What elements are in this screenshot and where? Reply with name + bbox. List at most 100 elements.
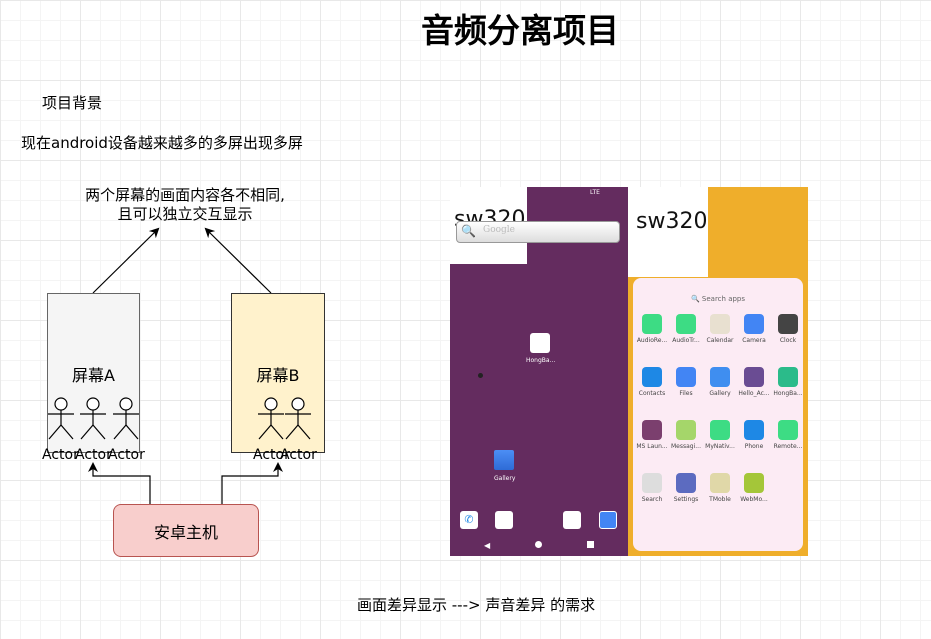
search-icon: 🔍 (690, 295, 700, 303)
arrow-host-to-a (88, 462, 151, 504)
goal-line-2: 且可以独立交互显示 (117, 205, 253, 223)
google-search-placeholder: Google (483, 225, 515, 235)
contacts-icon (642, 367, 662, 387)
folder-icon (676, 367, 696, 387)
actor-icon (113, 397, 139, 440)
app-webmo[interactable]: WebMo... (737, 473, 771, 503)
actor-label: Actor (42, 447, 79, 463)
app-audiore[interactable]: AudioRe... (635, 314, 669, 344)
actor-icon (48, 397, 74, 440)
app-label: TMoble (709, 496, 731, 503)
drawer-search[interactable]: 🔍 Search apps (633, 295, 803, 303)
search-icon (642, 473, 662, 493)
status-bar: LTE (590, 189, 600, 196)
app-label: Search (641, 496, 663, 503)
app-drawer: 🔍 Search apps AudioRe... AudioTr...Calend… (633, 278, 803, 551)
arrow-a-to-goal (92, 227, 160, 294)
cursor-dot (478, 373, 483, 378)
calendar-icon (710, 314, 730, 334)
drawer-search-label: Search apps (701, 295, 746, 303)
android-icon[interactable] (530, 333, 550, 353)
actor-label: Actor (108, 447, 145, 463)
app-files[interactable]: Files (669, 367, 703, 397)
android-icon (778, 367, 798, 387)
app-camera[interactable]: Camera (737, 314, 771, 344)
actor-icon (258, 397, 284, 440)
app-label: Remote... (773, 443, 803, 450)
arrow-b-to-goal (204, 227, 272, 294)
app-label: Contacts (638, 390, 666, 397)
app-settings[interactable]: Settings (669, 473, 703, 503)
app-calendar[interactable]: Calendar (703, 314, 737, 344)
app-label: Hello_Ac... (738, 390, 770, 397)
app-contacts[interactable]: Contacts (635, 367, 669, 397)
app-label: WebMo... (740, 496, 768, 503)
android-icon (642, 420, 662, 440)
app-label: AudioTr... (672, 337, 700, 344)
actor-label: Actor (75, 447, 112, 463)
screen-b-box: 屏幕B (231, 293, 325, 453)
messaging-icon[interactable] (495, 511, 513, 529)
app-remote[interactable]: Remote... (771, 420, 805, 450)
phone-icon[interactable]: ✆ (460, 511, 478, 529)
app-hongba[interactable]: HongBa... (771, 367, 805, 397)
recents-icon[interactable] (587, 541, 594, 548)
android-icon (642, 314, 662, 334)
tmobile-icon (710, 473, 730, 493)
arrow-host-to-b (221, 462, 283, 504)
app-phone[interactable]: Phone (737, 420, 771, 450)
app-gallery[interactable]: Gallery (703, 367, 737, 397)
phone-icon (744, 420, 764, 440)
actor-icon (80, 397, 106, 440)
gallery-label: Gallery (494, 475, 516, 482)
app-label: AudioRe... (636, 337, 668, 344)
app-label: MS Laun... (636, 443, 668, 450)
app-label: Gallery (709, 390, 731, 397)
app-clock[interactable]: Clock (771, 314, 805, 344)
background-text: 现在android设备越来越多的多屏出现多屏 (21, 134, 303, 152)
android-icon (676, 420, 696, 440)
app-label: Phone (744, 443, 764, 450)
page-title: 音频分离项目 (421, 11, 619, 50)
android-icon (710, 420, 730, 440)
camera-icon[interactable] (599, 511, 617, 529)
app-ms-laun[interactable]: MS Laun... (635, 420, 669, 450)
app-label: Settings (673, 496, 699, 503)
right-display: sw320 🔍 Search apps AudioRe... AudioTr...… (628, 187, 808, 556)
gallery-icon[interactable] (494, 450, 514, 470)
goal-line-1: 两个屏幕的画面内容各不相同, (85, 186, 285, 204)
actor-icon (285, 397, 311, 440)
android-icon[interactable] (563, 511, 581, 529)
actor-label: Actor (280, 447, 317, 463)
settings-icon (676, 473, 696, 493)
home-icon[interactable] (535, 541, 542, 548)
actor-label: Actor (253, 447, 290, 463)
android-host-box: 安卓主机 (113, 504, 259, 557)
app-tmoble[interactable]: TMoble (703, 473, 737, 503)
search-icon: 🔍 (461, 224, 476, 238)
app-audiotr[interactable]: AudioTr... (669, 314, 703, 344)
right-sw-label: sw320 (636, 209, 708, 234)
google-search-widget[interactable]: 🔍 Google (456, 221, 620, 243)
screen-a-label: 屏幕A (72, 366, 115, 385)
dual-screen-screenshot: sw320 LTE 🔍 Google HongBa... Gallery ✆ ◀… (450, 187, 808, 556)
app-messagi[interactable]: Messagi... (669, 420, 703, 450)
app-hello-ac[interactable]: Hello_Ac... (737, 367, 771, 397)
app-label: Messagi... (671, 443, 701, 450)
android-icon (744, 473, 764, 493)
right-sw-box: sw320 (628, 187, 708, 277)
app-mynativ[interactable]: MyNativ... (703, 420, 737, 450)
app-search[interactable]: Search (635, 473, 669, 503)
android-icon (744, 367, 764, 387)
caption-text: 画面差异显示 ---> 声音差异 的需求 (357, 596, 596, 614)
goal-text: 两个屏幕的画面内容各不相同, 且可以独立交互显示 (60, 186, 310, 224)
app-label: MyNativ... (705, 443, 735, 450)
app-label: Clock (779, 337, 797, 344)
android-icon (778, 420, 798, 440)
app-label: Files (679, 390, 693, 397)
android-icon (676, 314, 696, 334)
app-label: Camera (742, 337, 766, 344)
back-icon[interactable]: ◀ (484, 541, 491, 550)
